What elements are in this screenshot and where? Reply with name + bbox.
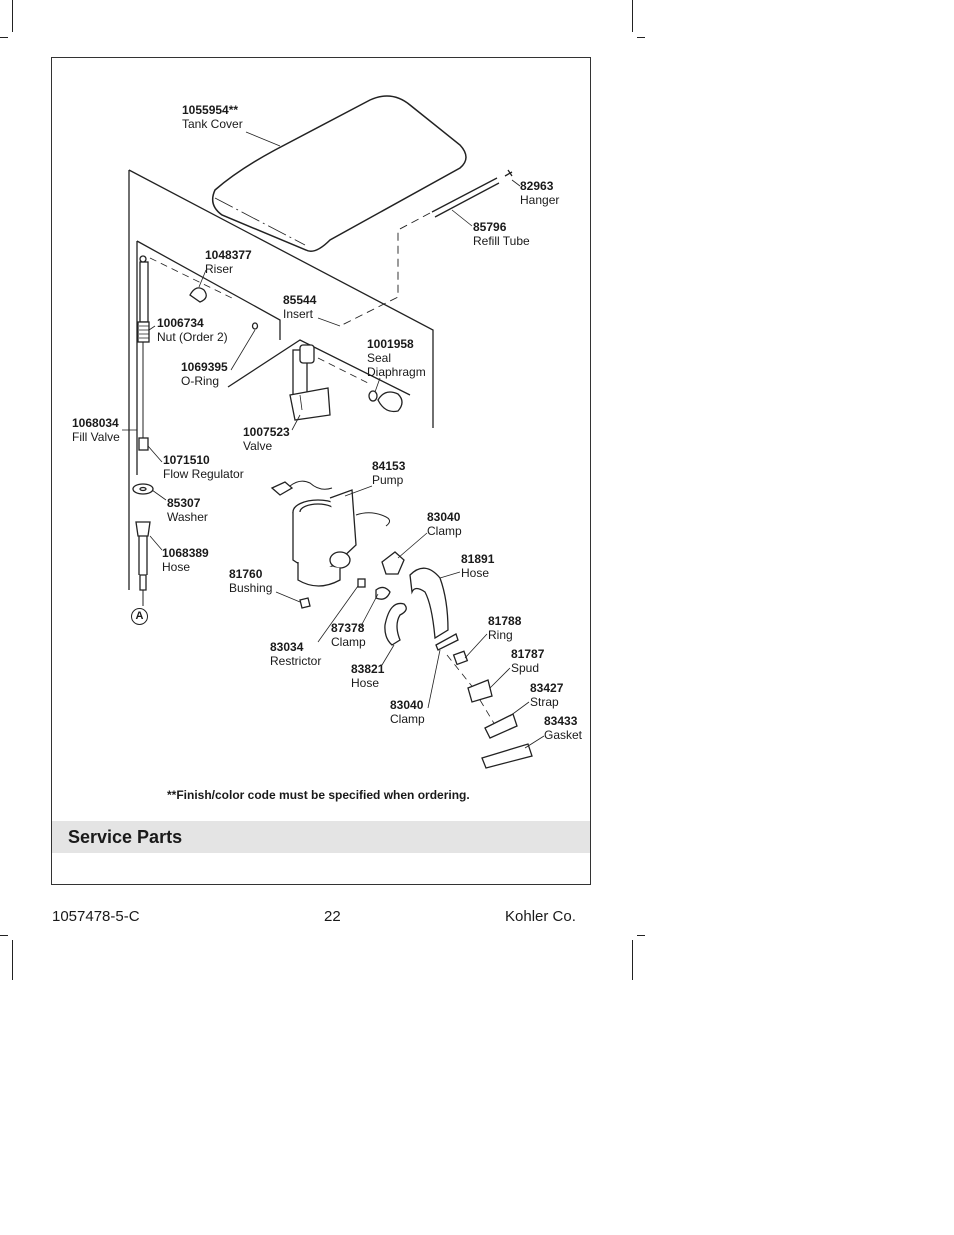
- strap-shape: [484, 713, 518, 739]
- footer-page-number: 22: [324, 908, 341, 925]
- gasket-shape: [481, 743, 533, 769]
- seal-diaphragm-shape: [368, 390, 378, 402]
- ordering-note: **Finish/color code must be specified wh…: [167, 788, 470, 802]
- refill-routing: [339, 212, 431, 327]
- crop-mark: [12, 940, 13, 980]
- ring-81788-shape: [452, 650, 469, 666]
- part-label-tank-cover: 1055954**Tank Cover: [182, 103, 243, 131]
- footer-doc-number: 1057478-5-C: [52, 908, 140, 925]
- crop-mark: [0, 935, 8, 936]
- page-frame: [51, 57, 591, 885]
- spud-shape: [467, 679, 493, 703]
- fill-valve-shape: [137, 255, 150, 451]
- callout-a: A: [131, 608, 148, 625]
- section-banner: Service Parts: [52, 821, 590, 853]
- crop-mark: [637, 935, 645, 936]
- crop-mark: [12, 0, 13, 32]
- diaphragm-cap: [377, 391, 403, 413]
- nut-shape: [189, 287, 207, 303]
- hose-83821-shape: [384, 602, 407, 646]
- valve-shelf: [227, 339, 411, 396]
- tank-cover-shape: [211, 95, 467, 252]
- crop-mark: [637, 37, 645, 38]
- bushing-shape: [299, 597, 311, 609]
- valve-shape: [289, 344, 331, 421]
- hose-1068389-shape: [135, 521, 151, 591]
- refill-tube-shape: [431, 177, 500, 218]
- pump-shape: [270, 480, 390, 587]
- crop-mark: [632, 940, 633, 980]
- washer-shape: [132, 483, 154, 495]
- hanger-shape: [504, 169, 513, 177]
- footer-company: Kohler Co.: [505, 908, 576, 925]
- crop-mark: [0, 37, 8, 38]
- tank-inner-outline: [136, 240, 281, 475]
- restrictor-shape: [357, 578, 366, 588]
- o-ring-shape: [251, 322, 259, 330]
- ring-shape: [435, 633, 459, 651]
- clamp-87378-shape: [375, 586, 391, 600]
- hose-81891-shape: [409, 567, 449, 640]
- section-title: Service Parts: [68, 827, 183, 847]
- crop-mark: [632, 0, 633, 32]
- tank-outline: [128, 169, 434, 590]
